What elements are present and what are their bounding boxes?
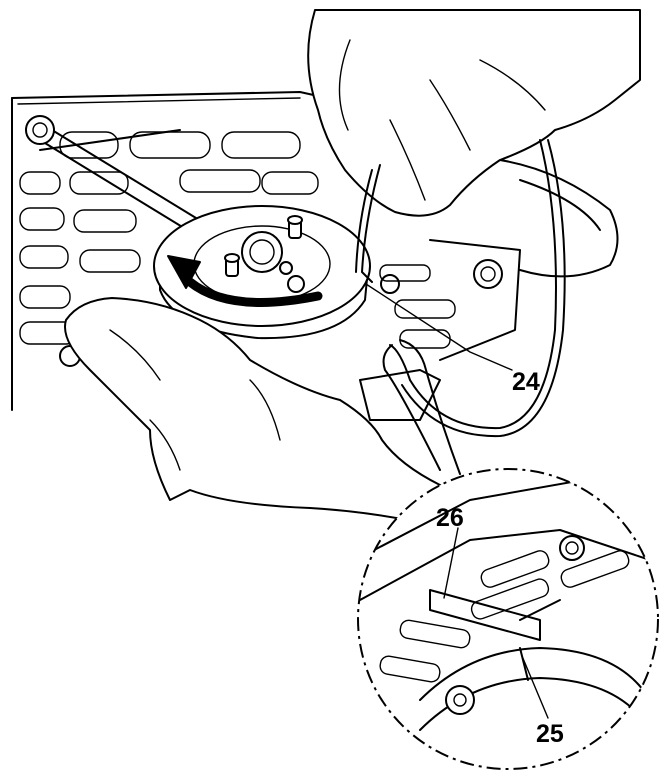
callout-24-label: 24 xyxy=(512,368,540,396)
callout-24: 24 xyxy=(365,283,540,396)
callout-25: 25 xyxy=(521,655,564,748)
lower-hand xyxy=(64,297,471,531)
counter-clockwise-arrow-icon xyxy=(167,255,323,307)
detail-inset xyxy=(357,468,659,770)
upper-hand xyxy=(307,9,641,217)
blade-cord xyxy=(355,139,566,475)
callout-26-label: 26 xyxy=(436,504,464,532)
callout-25-label: 25 xyxy=(536,720,564,748)
mower-deck-grille xyxy=(11,91,619,421)
callout-26: 26 xyxy=(436,504,464,599)
